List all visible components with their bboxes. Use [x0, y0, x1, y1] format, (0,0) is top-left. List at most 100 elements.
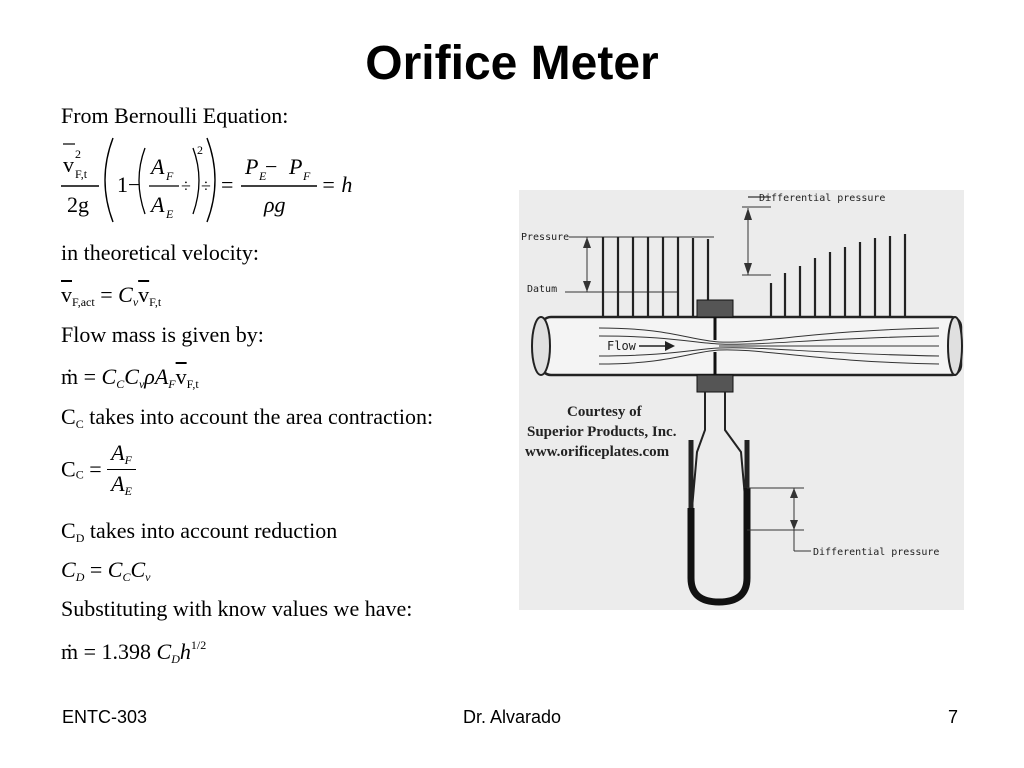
eq2-c-sub: v: [132, 295, 139, 309]
eq1-v: v: [63, 152, 74, 177]
eq3-m: ṁ: [61, 364, 79, 389]
eq3-equals: =: [78, 364, 102, 389]
cd-description: takes into account reduction: [89, 518, 338, 543]
flange-top: [696, 299, 734, 318]
eq4-den: AE: [107, 470, 136, 498]
eq5-c2-sub: v: [145, 570, 151, 584]
equation-bernoulli: v 2 F,t 2g 1− A F A E ÷ 2 ÷ = P E: [61, 134, 391, 226]
eq1-equals-h: = h: [321, 172, 352, 197]
eq5-c: C: [61, 557, 76, 582]
eq4-equals: =: [83, 456, 108, 482]
eq1-v-sub: F,t: [75, 167, 88, 181]
flow-arrow-icon: [665, 341, 675, 351]
pipe-end-right: [947, 316, 963, 376]
eq5-c1-sub: C: [122, 570, 131, 584]
cc-description: takes into account the area contraction:: [89, 404, 434, 429]
footer-page-number: 7: [948, 707, 959, 727]
eq1-outer-sup: 2: [197, 143, 203, 157]
eq5-c1: C: [107, 557, 123, 582]
eq1-inner-paren-left: [138, 147, 146, 215]
eq4-den-a: A: [111, 471, 125, 496]
eq4-c-sub: C: [75, 467, 84, 482]
text-theoretical: in theoretical velocity:: [61, 240, 259, 265]
label-datum: Datum: [527, 284, 557, 295]
diff-top-arrow-up: [744, 208, 752, 220]
streamlines: [598, 327, 940, 365]
orifice-meter-diagram-svg: Differential pressure Pressure Datum: [521, 193, 963, 606]
eq1-den: 2g: [67, 192, 89, 217]
eq3-a: A: [154, 364, 169, 389]
slide-title: Orifice Meter: [365, 37, 659, 90]
eq4-den-sub: E: [124, 484, 132, 498]
eq3-v: v: [175, 364, 187, 389]
eq2-v-sub: F,t: [149, 295, 162, 309]
eq3-c2-sub: v: [138, 377, 145, 391]
equation-cc: CC = AF AE: [61, 442, 136, 497]
text-flow-mass: Flow mass is given by:: [61, 322, 264, 347]
eq6-h: h: [179, 639, 191, 664]
eq1-inner-paren-right: [192, 147, 200, 215]
eq5-equals: =: [84, 557, 108, 582]
courtesy-line-3: www.orificeplates.com: [525, 444, 670, 460]
eq1-af-sub: F: [165, 169, 174, 183]
eq3-v-sub: F,t: [186, 377, 199, 391]
eq1-outer-paren-right: [206, 137, 216, 223]
cd-label-sub: D: [75, 531, 85, 545]
eq5-c2: C: [130, 557, 146, 582]
eq1-ae: A: [149, 192, 165, 217]
eq3-c1-sub: C: [116, 377, 125, 391]
diff-top-arrow-down: [744, 263, 752, 275]
equation-mass-flow: ṁ = CCCvρAFvF,t: [61, 364, 199, 392]
eq1-pe: P: [244, 154, 258, 179]
text-bernoulli: From Bernoulli Equation:: [61, 103, 289, 128]
courtesy-line-2: Superior Products, Inc.: [527, 424, 677, 440]
cc-label: C: [61, 404, 76, 429]
label-differential-bottom: Differential pressure: [813, 547, 939, 558]
eq1-pe-sub: E: [258, 169, 267, 183]
diff-bottom-arrow-down: [790, 520, 798, 530]
eq6-equals: =: [78, 639, 102, 664]
label-pressure: Pressure: [521, 232, 569, 243]
pressure-arrow-down: [583, 281, 591, 292]
label-flow: Flow: [607, 339, 637, 353]
eq4-num-sub: F: [124, 453, 132, 467]
text-cc-contraction: CC takes into account the area contracti…: [61, 404, 433, 432]
eq2-lhs-sub: F,act: [72, 295, 95, 309]
eq2-c: C: [118, 282, 133, 307]
manometer-fluid: [687, 488, 751, 606]
label-differential-top: Differential pressure: [759, 193, 885, 204]
footer-author: Dr. Alvarado: [462, 707, 562, 727]
eq1-rho-g: ρg: [263, 192, 286, 217]
eq2-v: v: [138, 282, 150, 307]
equation-cd: CD = CCCv: [61, 557, 151, 585]
eq1-v-sup: 2: [75, 147, 81, 161]
eq4-num-a: A: [111, 440, 125, 465]
manometer-u-tube: [688, 440, 750, 605]
eq1-pf-sub: F: [302, 169, 311, 183]
pressure-arrow-up: [583, 237, 591, 248]
eq1-one-minus: 1−: [117, 172, 140, 197]
eq6-m: ṁ: [61, 639, 79, 664]
flange-bottom: [696, 374, 734, 393]
eq2-equals: =: [94, 282, 119, 307]
eq1-pf: P: [288, 154, 302, 179]
eq6-c-sub: D: [171, 652, 180, 666]
text-cd-reduction: CD takes into account reduction: [61, 518, 337, 546]
eq1-dots-1: ÷: [181, 176, 191, 196]
eq2-lhs: v: [61, 282, 72, 307]
svg-text:v: v: [63, 152, 74, 177]
eq3-rho: ρ: [144, 364, 155, 389]
cd-label: C: [61, 518, 76, 543]
equation-velocity: vF,act = CvvF,t: [61, 282, 161, 310]
eq1-ae-sub: E: [165, 207, 174, 221]
eq6-c: C: [156, 639, 172, 664]
eq3-c2: C: [124, 364, 139, 389]
eq4-fraction: AF AE: [107, 442, 136, 497]
eq6-coef: 1.398: [101, 639, 157, 664]
manometer: [690, 392, 748, 521]
eq5-c-sub: D: [75, 570, 85, 584]
eq1-outer-paren-left: [104, 137, 114, 223]
eq3-a-sub: F: [168, 377, 176, 391]
eq1-equals-1: =: [221, 172, 233, 197]
eq1-af: A: [149, 154, 165, 179]
